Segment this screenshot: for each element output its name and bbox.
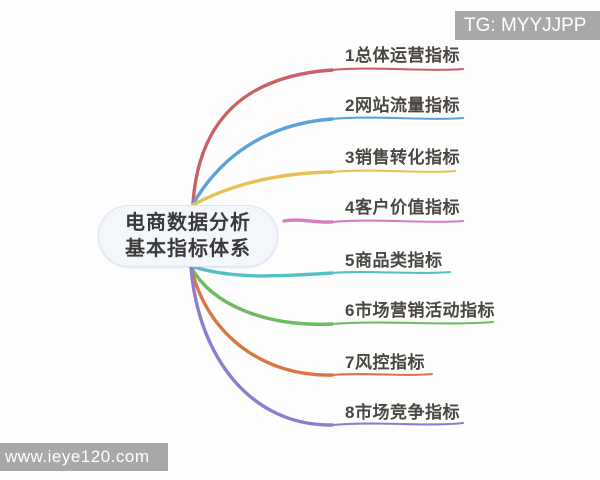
- central-topic-line2: 基本指标体系: [125, 238, 251, 260]
- branch-3-underline: [330, 169, 457, 174]
- branch-1-underline: [330, 67, 465, 72]
- branch-label-1[interactable]: 1总体运营指标: [345, 46, 460, 65]
- branch-4-underline: [330, 219, 465, 224]
- branch-label-7[interactable]: 7风控指标: [345, 353, 425, 372]
- branch-8-underline: [330, 421, 465, 427]
- branch-label-4[interactable]: 4客户价值指标: [345, 198, 460, 217]
- watermark-telegram: TG: MYYJJPP: [455, 11, 600, 40]
- branch-label-2[interactable]: 2网站流量指标: [345, 96, 460, 115]
- branch-1-curve: [191, 68, 334, 205]
- branch-8-curve: [189, 265, 334, 427]
- branch-6-curve: [189, 265, 334, 326]
- branch-label-3[interactable]: 3销售转化指标: [345, 148, 460, 167]
- branch-4-curve: [282, 218, 334, 224]
- branch-7-underline: [330, 372, 434, 377]
- branch-6-underline: [330, 320, 495, 326]
- branch-5-underline: [330, 270, 452, 275]
- branch-2-curve: [191, 117, 334, 206]
- branch-3-curve: [191, 170, 334, 207]
- branch-label-5[interactable]: 5商品类指标: [345, 251, 443, 270]
- central-topic[interactable]: 电商数据分析 基本指标体系: [98, 205, 278, 267]
- branch-label-8[interactable]: 8市场竞争指标: [345, 403, 460, 422]
- branch-7-curve: [189, 265, 334, 377]
- watermark-website: www.ieye120.com: [0, 443, 168, 471]
- branch-2-underline: [330, 116, 465, 121]
- central-topic-line1: 电商数据分析: [125, 212, 251, 234]
- branch-5-curve: [189, 264, 334, 278]
- branch-label-6[interactable]: 6市场营销活动指标: [345, 301, 495, 320]
